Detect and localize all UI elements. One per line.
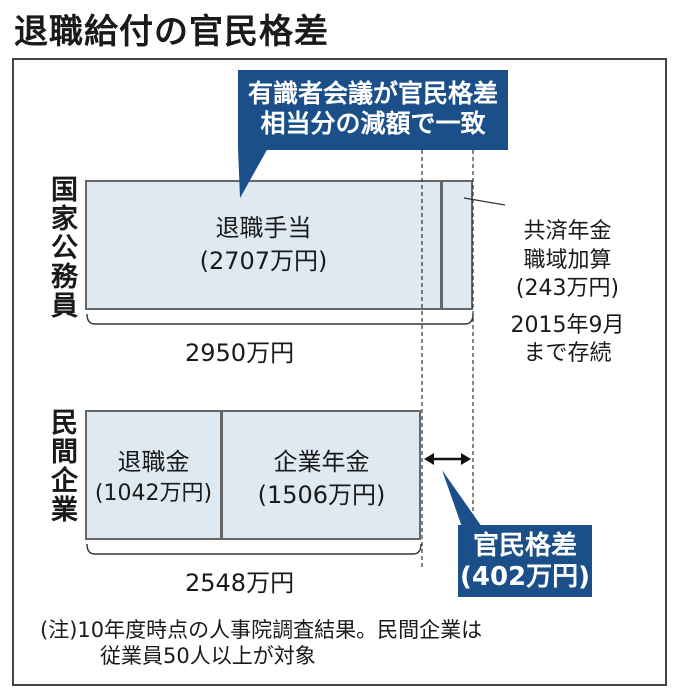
pension-name: 企業年金 [273,448,370,476]
gap-callout-line1: 官民格差 [472,531,577,561]
government-total: 2950万円 [185,339,295,367]
gap-callout-line2: (402万円) [459,562,591,593]
government-brace [86,313,474,325]
page-title: 退職給付の官民格差 [14,12,329,52]
kyosai-line2: 職域加算 [523,247,612,273]
kyosai-bar [442,180,473,310]
kyosai-leader-line [463,197,506,206]
allowance-name: 退職手当 [215,214,312,242]
pension-bar [222,410,421,540]
top-callout: 有識者会議が官民格差 相当分の減額で一致 [238,70,508,150]
footnote: (注)10年度時点の人事院調査結果。民間企業は 従業員50人以上が対象 [40,617,482,670]
continue-line1: 2015年9月 [510,312,625,338]
top-callout-line1: 有識者会議が官民格差 [247,79,498,108]
pension-amount: (1506万円) [257,481,386,509]
kyosai-note: 共済年金 職域加算 (243万円) 2015年9月 まで存続 [490,218,645,369]
private-total: 2548万円 [185,569,295,597]
chart-frame [12,58,667,686]
government-label: 国家公務員 [46,175,77,320]
gap-callout: 官民格差 (402万円) [458,525,592,597]
private-brace [86,543,422,555]
gap-arrow-right [461,453,471,465]
continue-line2: まで存続 [523,341,612,367]
private-label: 民間企業 [46,408,77,524]
allowance-amount: (2707万円) [199,247,328,275]
gap-arrow-left [424,453,434,465]
lump-name: 退職金 [117,448,190,476]
lump-amount: (1042万円) [94,481,213,506]
footnote-line2: 従業員50人以上が対象 [100,644,316,669]
gap-callout-pointer [442,470,482,527]
footnote-line1: (注)10年度時点の人事院調査結果。民間企業は [40,618,483,642]
top-callout-line2: 相当分の減額で一致 [260,109,486,138]
kyosai-amount: (243万円) [515,276,620,302]
lump-sum-bar [85,410,222,540]
kyosai-line1: 共済年金 [523,219,612,244]
allowance-bar [85,180,442,310]
top-callout-pointer [238,148,268,198]
